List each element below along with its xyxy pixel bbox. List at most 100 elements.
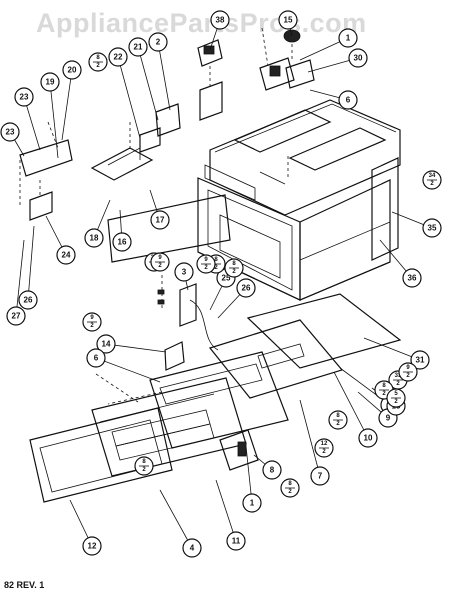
callout-number: 31 [416,356,425,365]
fraction-numerator: 12 [321,441,328,447]
callout-leader [49,81,59,159]
fraction-callout: 82 [224,258,244,278]
part-callout-35: 35 [422,218,442,238]
callout-number: 9 [386,414,391,423]
fraction-callout: 342 [422,170,442,190]
callout-circle [14,87,34,107]
fraction-callout: 82 [134,456,154,476]
callout-number: 6 [346,96,351,105]
oven-cavity-assembly [197,99,401,301]
callout-circle [84,228,104,248]
callout-circle [278,10,298,30]
fraction-numerator: 34 [429,173,436,179]
fraction-denominator: 2 [288,489,292,495]
callout-number: 36 [408,274,417,283]
callout-number: 1 [250,499,255,508]
fraction-callout: 122 [314,438,334,458]
control-panel-assembly [29,293,402,503]
fraction-callout: 92 [398,362,418,382]
callout-number: 24 [62,251,71,260]
fraction-denominator: 2 [382,391,386,397]
callout-leader [137,46,159,121]
callout-number: 17 [156,216,165,225]
callout-circle [148,32,168,52]
top-components [197,27,315,121]
callout-leader [27,225,35,301]
fraction-numerator: 8 [214,257,218,263]
callout-circle [410,350,430,370]
part-callout-26: 26 [18,290,38,310]
callout-circle [210,10,230,30]
callout-leader [363,337,421,361]
fraction-numerator: 8 [336,413,340,419]
fraction-callout: 52 [386,388,406,408]
callout-circle [182,538,202,558]
callout-leader [61,69,73,141]
callout-circle [262,460,282,480]
callout-number: 10 [364,434,373,443]
part-callout-27: 27 [6,306,26,326]
callout-circle [422,218,442,238]
callout-circle [112,232,132,252]
fraction-numerator: 9 [204,257,208,263]
callout-circle [62,60,82,80]
callout-number: 23 [6,128,15,137]
part-callout-21: 21 [128,37,148,57]
callout-circle [348,48,368,68]
callout-circle [6,306,26,326]
part-callout-30: 30 [348,48,368,68]
callout-number: 3 [182,268,187,277]
callout-leader [15,239,25,317]
part-callout-7: 7 [310,466,330,486]
callout-circle [0,122,20,142]
callout-number: 4 [190,544,195,553]
fraction-denominator: 2 [142,467,146,473]
part-callout-19: 19 [40,72,60,92]
callout-number: 2 [156,38,161,47]
fraction-denominator: 2 [322,449,326,455]
callout-number: 35 [428,224,437,233]
callout-leader [117,56,141,139]
callout-leader [159,489,193,549]
fraction-denominator: 2 [96,63,100,69]
part-callout-3: 3 [174,262,194,282]
fraction-numerator: 8 [232,261,236,267]
fraction-numerator: 33 [395,373,402,379]
callout-number: 23 [20,93,29,102]
fraction-denominator: 2 [430,181,434,187]
fraction-denominator: 2 [158,263,162,269]
callout-circle [40,72,60,92]
fraction-callout: 82 [88,52,108,72]
callout-number: 16 [118,238,127,247]
callout-circle [358,428,378,448]
fraction-callout: 92 [196,254,216,274]
part-callout-8: 8 [262,460,282,480]
part-callout-2: 2 [148,32,168,52]
part-callout-23: 23 [0,122,20,142]
callout-leader [215,479,237,542]
callout-circle [56,245,76,265]
callout-leader [95,357,161,383]
callout-number: 26 [24,296,33,305]
callout-number: 14 [102,340,111,349]
part-callout-10: 10 [358,428,378,448]
callout-circle [128,37,148,57]
callout-leader [299,399,321,477]
fraction-numerator: 8 [382,383,386,389]
fraction-numerator: 5 [394,391,398,397]
callout-circle [338,90,358,110]
fraction-numerator: 8 [96,55,100,61]
callout-number: 30 [354,54,363,63]
callout-number: 25 [222,274,231,283]
callout-circle [226,531,246,551]
callout-number: 19 [46,78,55,87]
upper-left-bracket-assembly [19,103,231,263]
part-callout-18: 18 [84,228,104,248]
callout-number: 21 [134,43,143,52]
part-callout-22: 22 [108,47,128,67]
part-callout-20: 20 [62,60,82,80]
part-callout-15: 15 [278,10,298,30]
part-callout-31: 31 [410,350,430,370]
